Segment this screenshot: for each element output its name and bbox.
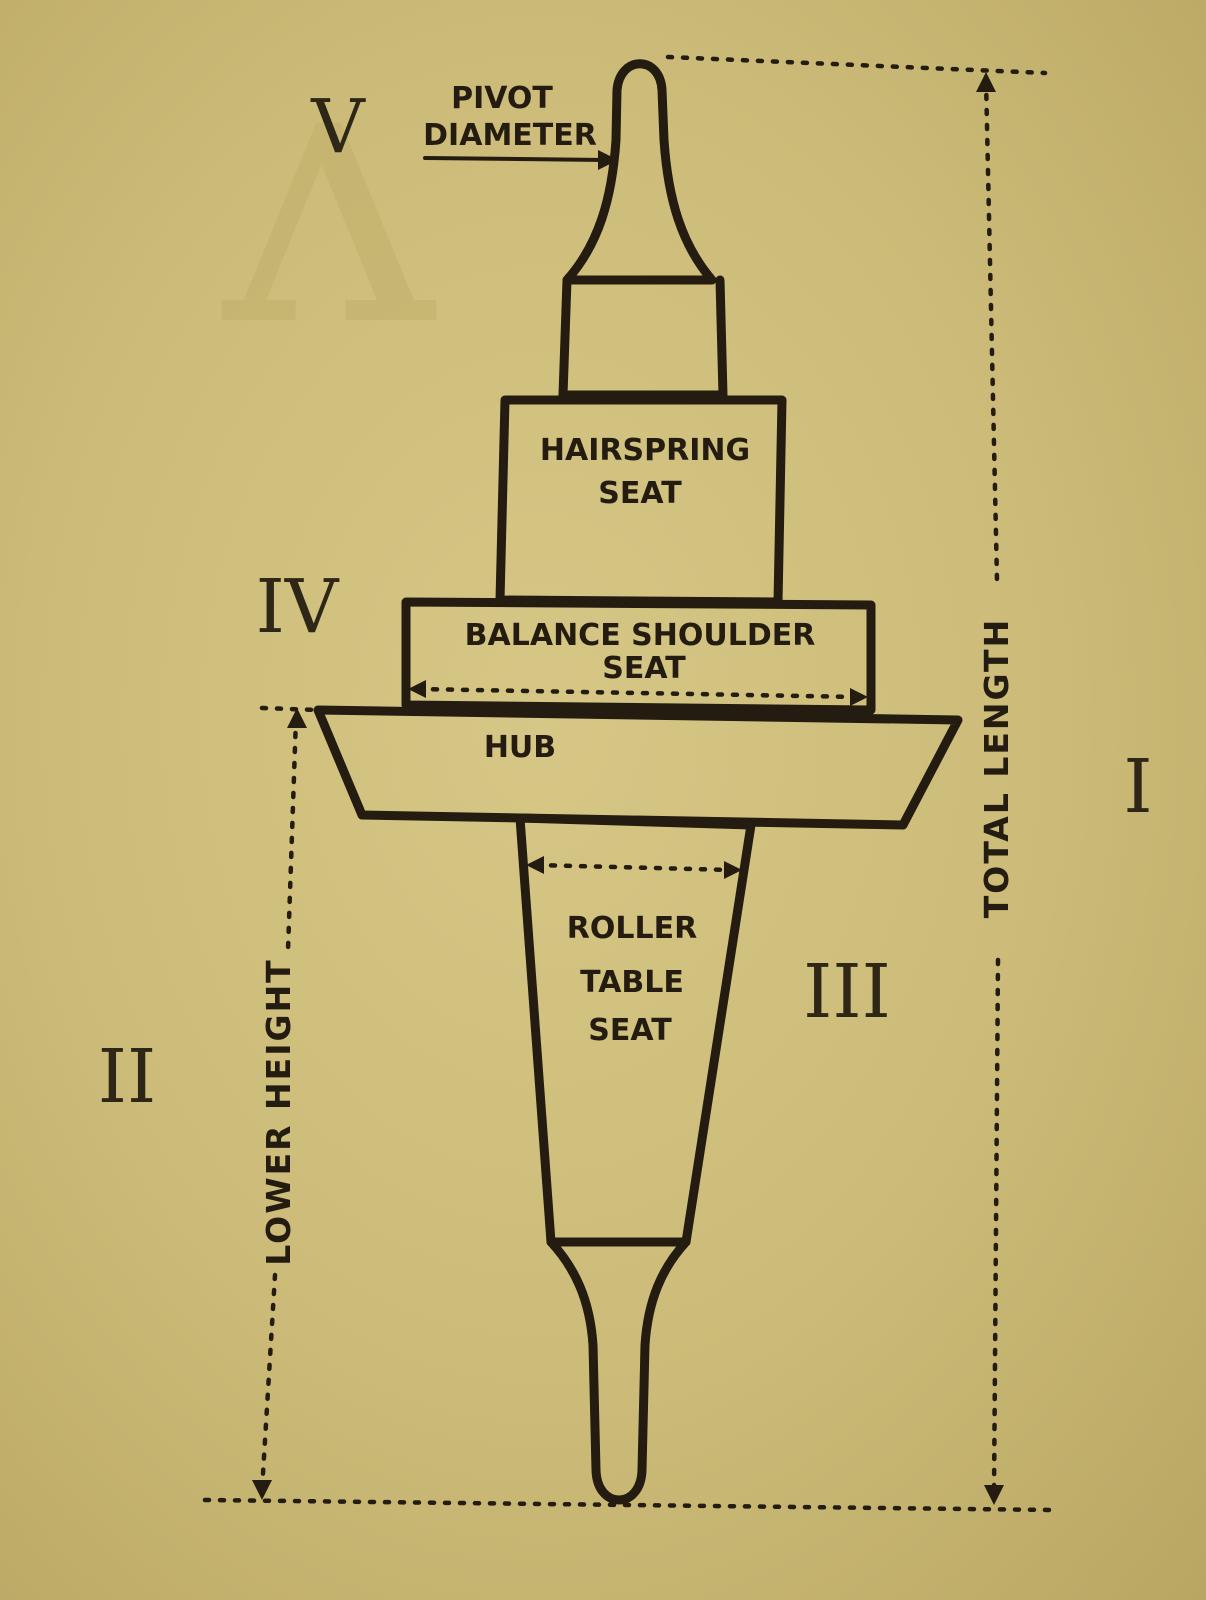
part-labels: PIVOT DIAMETER HAIRSPRING SEAT BALANCE S… [423, 81, 815, 1048]
lower-height-line-lower [259, 1272, 278, 1493]
lower-pivot-shape [546, 1237, 691, 1505]
numeral-ii: II [98, 1034, 156, 1120]
pivot-diameter-label-1: PIVOT [451, 81, 553, 116]
total-length-line-lower [991, 957, 1001, 1498]
roller-diameter-arrow-right [724, 861, 742, 879]
balance-shoulder-label-1: BALANCE SHOULDER [465, 618, 816, 653]
numeral-i: I [1123, 744, 1152, 830]
hub-shape [313, 705, 963, 830]
roller-table-label-1: ROLLER [567, 911, 697, 946]
shoulder-diameter-arrow-right [850, 688, 868, 706]
numeral-v: V [310, 84, 366, 170]
hub-label: HUB [484, 730, 556, 765]
roller-diameter-line [533, 862, 735, 873]
ghost-background: ᴧ [217, 0, 438, 410]
pivot-diameter-arrow [598, 150, 618, 170]
balance-shoulder-seat-shape [401, 597, 876, 715]
lower-height-arrow-top [287, 708, 307, 728]
pivot-diameter-label-2: DIAMETER [423, 118, 597, 153]
pivot-diameter-pointer [423, 156, 607, 162]
balance-shoulder-label-2: SEAT [602, 651, 686, 686]
roller-table-label-2: TABLE [580, 965, 684, 1000]
upper-pivot-shape [562, 59, 717, 285]
shoulder-diameter-line [415, 686, 861, 700]
numeral-iii: III [803, 949, 891, 1035]
hub-extension-line [259, 705, 321, 713]
dimension-lines [202, 54, 1055, 1513]
total-length-line-upper [983, 77, 1000, 583]
lower-height-label: LOWER HEIGHT [259, 958, 298, 1265]
ghost-glyph: ᴧ [217, 0, 438, 410]
total-length-arrow-top [976, 72, 996, 92]
roller-diameter-arrow-left [526, 856, 544, 874]
top-extension-line [665, 54, 1048, 76]
roman-numeral-labels: V IV I III II [98, 84, 1153, 1120]
lower-height-arrow-bottom [252, 1480, 272, 1500]
total-length-label: TOTAL LENGTH [977, 618, 1016, 918]
staff-outline [313, 59, 963, 1505]
hairspring-seat-label-2: SEAT [598, 476, 682, 511]
hairspring-seat-label-1: HAIRSPRING [540, 433, 750, 468]
upper-collar-shape [558, 275, 728, 400]
numeral-iv: IV [256, 564, 340, 650]
lower-height-line-upper [285, 715, 299, 953]
dimension-labels: TOTAL LENGTH LOWER HEIGHT [259, 618, 1016, 1266]
roller-table-label-3: SEAT [588, 1013, 672, 1048]
total-length-arrow-bottom [984, 1485, 1004, 1505]
shoulder-diameter-arrow-left [408, 680, 426, 698]
bottom-extension-line [202, 1497, 1055, 1513]
